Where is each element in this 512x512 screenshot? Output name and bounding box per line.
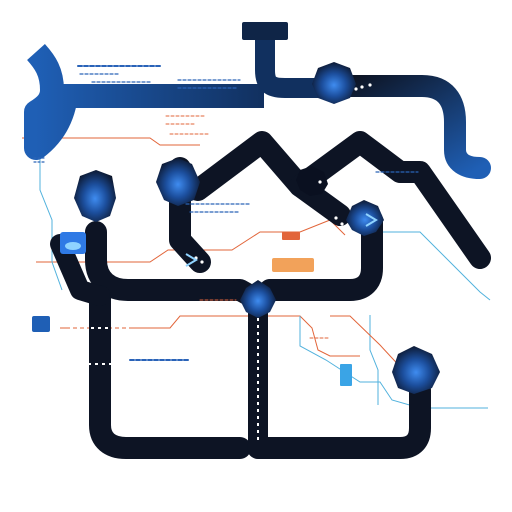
wire-orange-right xyxy=(330,315,406,373)
node-top-small xyxy=(296,166,328,196)
wire-blue-right xyxy=(380,231,491,301)
pipe-bottom-right xyxy=(247,379,431,459)
arrow-icon-left xyxy=(185,253,198,267)
arrow-icon xyxy=(365,213,378,227)
flow-dots xyxy=(194,83,372,264)
tag-orange-icon xyxy=(272,258,314,272)
node-mid-left xyxy=(74,170,116,222)
wire-network xyxy=(22,137,491,409)
node-mid-center xyxy=(156,158,200,206)
pipe-center-loop xyxy=(85,209,383,311)
tag-blue-icon xyxy=(340,364,352,386)
wire-blue-left xyxy=(39,150,63,291)
blue-pipe-top xyxy=(24,22,320,160)
node-junction-center xyxy=(240,280,276,318)
pipe-diagonal-up xyxy=(187,131,351,226)
display-panel-glow xyxy=(65,242,81,250)
wire-blue-low xyxy=(299,316,488,409)
pipe-dashes xyxy=(70,318,259,440)
pipe-diagonal-right xyxy=(289,131,491,269)
micro-text-lines xyxy=(33,65,419,361)
wire-blue-drop xyxy=(369,315,379,405)
pipe-lower-frame xyxy=(89,285,251,459)
node-top-right xyxy=(312,62,356,104)
wire-orange-mid xyxy=(36,219,346,263)
node-right-small xyxy=(346,200,384,236)
node-right-lower xyxy=(392,346,440,394)
dark-pipes xyxy=(50,75,491,459)
hex-nodes xyxy=(74,62,440,394)
pipe-upper-right xyxy=(329,75,491,179)
panels xyxy=(32,213,378,386)
pipe-cap-top xyxy=(242,22,288,40)
wire-orange-top xyxy=(22,137,200,146)
connector-box xyxy=(282,232,300,240)
chip-panel-icon xyxy=(32,316,50,332)
wire-orange-low xyxy=(60,315,360,357)
pipe-left-stub xyxy=(50,234,110,306)
